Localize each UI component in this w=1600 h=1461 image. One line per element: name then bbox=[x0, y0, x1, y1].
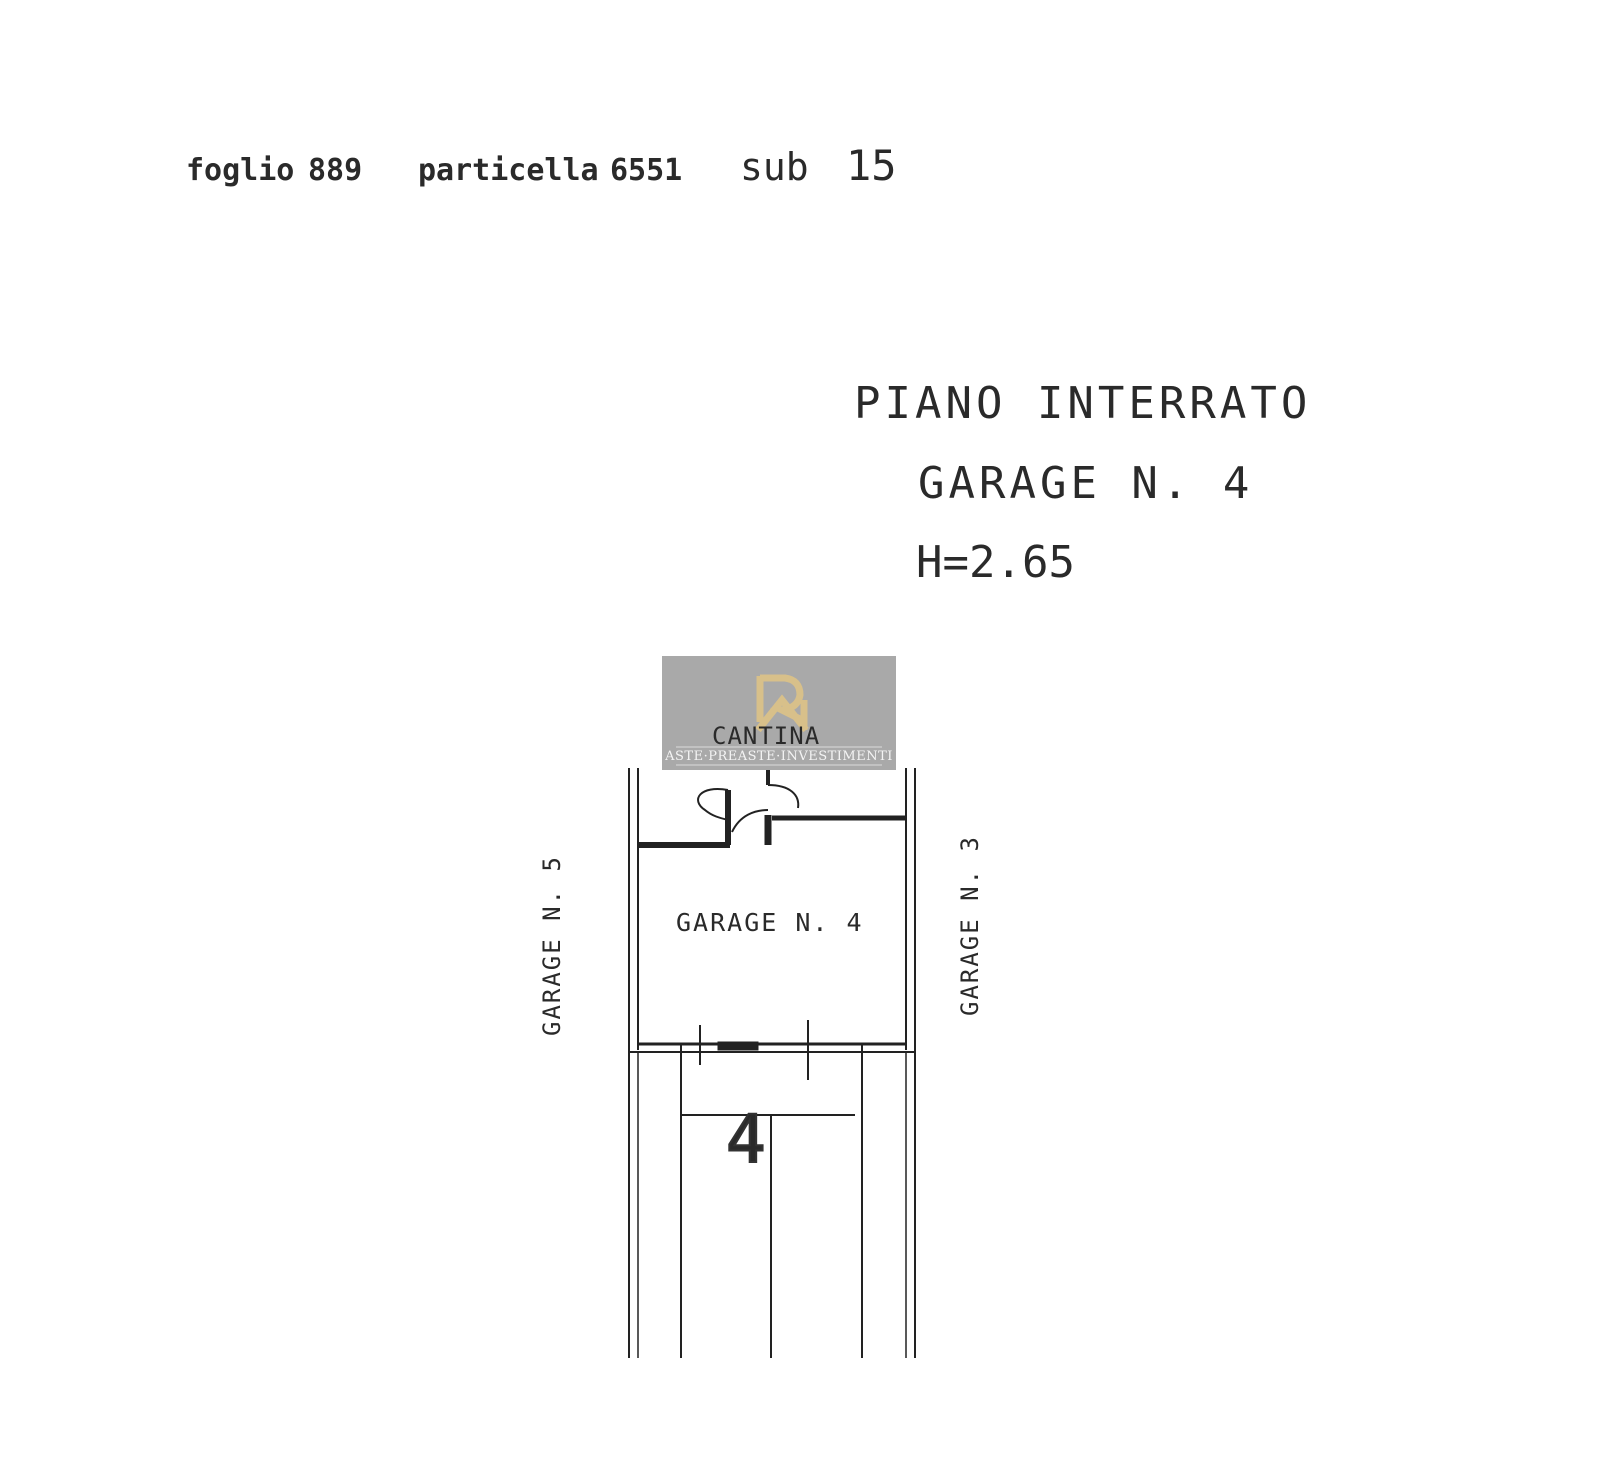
left-neighbor-label: GARAGE N. 5 bbox=[538, 855, 566, 1036]
sub-value: 15 bbox=[846, 141, 897, 190]
right-neighbor-label: GARAGE N. 3 bbox=[956, 835, 984, 1016]
parking-number: 4 bbox=[726, 1101, 766, 1178]
room-label: GARAGE N. 4 bbox=[676, 908, 864, 937]
walls bbox=[628, 768, 916, 1358]
foglio-label: foglio bbox=[186, 153, 294, 188]
watermark-tagline: ASTE·PREASTE·INVESTIMENTI bbox=[664, 749, 893, 764]
foglio-value: 889 bbox=[308, 153, 362, 188]
sub-label: sub bbox=[740, 145, 809, 189]
cantina-label: CANTINA bbox=[712, 722, 820, 750]
height-label: H=2.65 bbox=[916, 537, 1075, 588]
watermark-logo: ASTE·PREASTE·INVESTIMENTI bbox=[662, 656, 896, 770]
unit-title: GARAGE N. 4 bbox=[918, 458, 1253, 509]
floor-title: PIANO INTERRATO bbox=[854, 378, 1311, 429]
particella-value: 6551 bbox=[610, 153, 682, 188]
particella-label: particella bbox=[418, 153, 599, 188]
